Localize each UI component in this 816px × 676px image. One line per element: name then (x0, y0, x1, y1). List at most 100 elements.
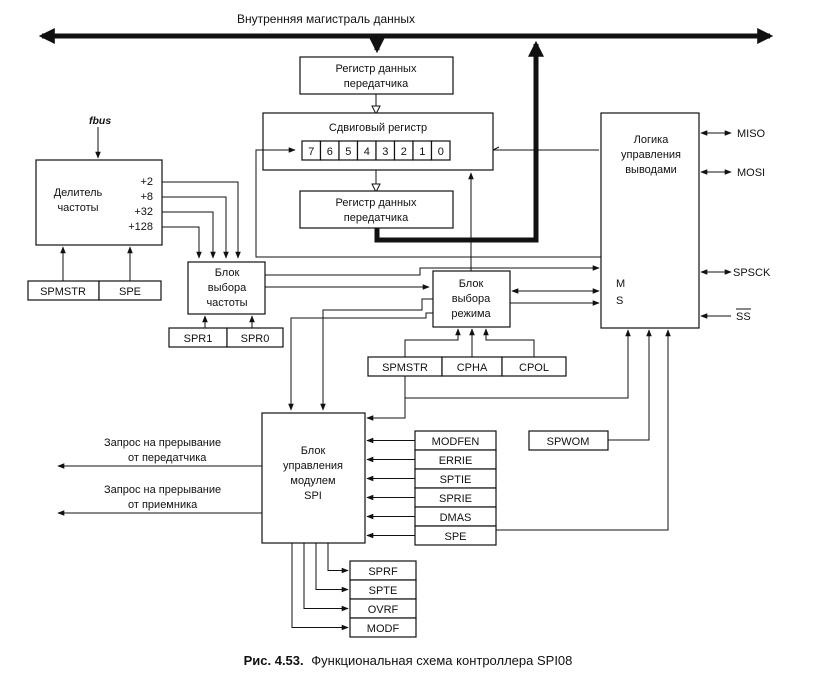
spictl-line2: управления (283, 460, 343, 472)
pin-mosi: MOSI (700, 167, 765, 179)
clock-to-pinlogic-line (265, 265, 600, 276)
serial-in-line (255, 147, 601, 258)
reg-label: MODF (367, 623, 400, 635)
pin-spsck-label: SPSCK (733, 267, 771, 279)
reg-spr1: SPR1 (184, 333, 213, 345)
spi-control-block: Блок управления модулем SPI (261, 412, 366, 544)
tx-data-register-top-line1: Регистр данных (336, 63, 417, 75)
reg-modfen: MODFEN (366, 430, 497, 451)
reg-spe: SPE (366, 525, 497, 546)
spwom-register: SPWOM (528, 430, 609, 451)
reg-sprf: SPRF (327, 543, 417, 581)
reg-cpha: CPHA (457, 362, 488, 374)
shift-bit-label: 3 (382, 146, 388, 158)
reg-spe-left: SPE (119, 286, 141, 298)
pin-logic-line1: Логика (634, 134, 670, 146)
divider-line2: частоты (57, 202, 98, 214)
reg-label: SPTE (369, 585, 398, 597)
shift-bit-0: 0 (430, 140, 451, 161)
divider-rate-32: +32 (134, 206, 153, 218)
figure-caption: Рис. 4.53. Функциональная схема контролл… (244, 653, 573, 668)
mode-to-control-line (320, 298, 433, 411)
spictl-line3: модулем (290, 475, 335, 487)
reg-label: ERRIE (439, 455, 473, 467)
reg-spr0: SPR0 (241, 333, 270, 345)
freqsel-line2: выбора (208, 282, 247, 294)
reg-label: DMAS (440, 512, 472, 524)
left-register-pair: SPMSTR SPE (27, 246, 162, 301)
reg-label: MODFEN (432, 436, 480, 448)
pin-logic-line3: выводами (625, 164, 677, 176)
shift-bit-1: 1 (412, 140, 433, 161)
reg-label: SPRF (368, 566, 398, 578)
pin-logic-m: M (616, 278, 625, 290)
spictl-line4: SPI (304, 490, 322, 502)
reg-ovrf: OVRF (303, 543, 417, 619)
reg-label: SPRIE (439, 493, 472, 505)
shift-bit-5: 5 (338, 140, 359, 161)
shift-bit-label: 7 (308, 146, 314, 158)
reg-dmas: DMAS (366, 506, 497, 527)
shift-bit-label: 4 (364, 146, 370, 158)
spwom-to-pinlogic-line (608, 329, 652, 441)
reg-label: SPTIE (440, 474, 472, 486)
pin-mosi-label: MOSI (737, 167, 765, 179)
reg-errie: ERRIE (366, 449, 497, 470)
tx-data-register-bottom-line1: Регистр данных (336, 197, 417, 209)
reg-spmstr-left: SPMSTR (40, 286, 86, 298)
pin-miso-label: MISO (737, 128, 766, 140)
pin-ss: SS (700, 308, 751, 323)
pin-spsck: SPSCK (700, 267, 771, 279)
freqsel-line1: Блок (215, 267, 240, 279)
bus-label: Внутренняя магистраль данных (237, 12, 415, 26)
spr-register-pair: SPR1 SPR0 (168, 315, 284, 348)
shift-register-label: Сдвиговый регистр (329, 122, 427, 134)
mode-register-triple: SPMSTR CPHA CPOL (366, 328, 567, 421)
internal-data-bus: Внутренняя магистраль данных (38, 12, 774, 243)
pin-logic-s: S (616, 295, 623, 307)
reg-cpol: CPOL (519, 362, 549, 374)
shift-bit-label: 0 (438, 146, 444, 158)
interrupt-tx: Запрос на прерывание от передатчика (57, 437, 262, 469)
modesel-line3: режима (451, 308, 491, 320)
irq-rx-line1: Запрос на прерывание (104, 484, 221, 496)
shift-bit-6: 6 (319, 140, 340, 161)
tx-data-register-bottom-line2: передатчика (344, 212, 409, 224)
spe-to-pinlogic-line (496, 329, 671, 531)
pin-ss-label: SS (736, 311, 751, 323)
freqsel-line3: частоты (206, 297, 247, 309)
divider-to-freqsel-lines (162, 181, 241, 259)
figure-number: Рис. 4.53. (244, 653, 304, 668)
shift-bit-3: 3 (375, 140, 396, 161)
pinlogic-to-control-line (405, 330, 629, 399)
interrupt-rx: Запрос на прерывание от приемника (57, 484, 262, 516)
irq-rx-line2: от приемника (128, 499, 198, 511)
divider-rate-8: +8 (140, 191, 153, 203)
reg-spte: SPTE (315, 543, 417, 600)
reg-sprie: SPRIE (366, 487, 497, 508)
reg-modf: MODF (291, 543, 417, 638)
spictl-line1: Блок (301, 445, 326, 457)
divider-rate-2: +2 (140, 176, 153, 188)
tx-data-register-bottom: Регистр данных передатчика (299, 190, 454, 229)
shift-bit-7: 7 (301, 140, 322, 161)
tx-data-register-top: Регистр данных передатчика (299, 56, 454, 95)
divider-rate-128: +128 (128, 221, 153, 233)
reg-spmstr-mid: SPMSTR (382, 362, 428, 374)
fbus-label: fbus (89, 115, 111, 127)
shift-bit-label: 1 (419, 146, 425, 158)
shift-bit-4: 4 (356, 140, 377, 161)
shift-bit-2: 2 (393, 140, 414, 161)
modesel-line2: выбора (452, 293, 491, 305)
mode-select-block: Блок выбора режима (432, 270, 511, 328)
divider-line1: Делитель (54, 187, 103, 199)
frequency-select-block: Блок выбора частоты (187, 261, 266, 315)
shift-bit-label: 2 (401, 146, 407, 158)
pin-logic-line2: управления (621, 149, 681, 161)
clock-divider: Делитель частоты +2 +8 +32 +128 (35, 159, 163, 246)
tx-data-register-top-line2: передатчика (344, 78, 409, 90)
